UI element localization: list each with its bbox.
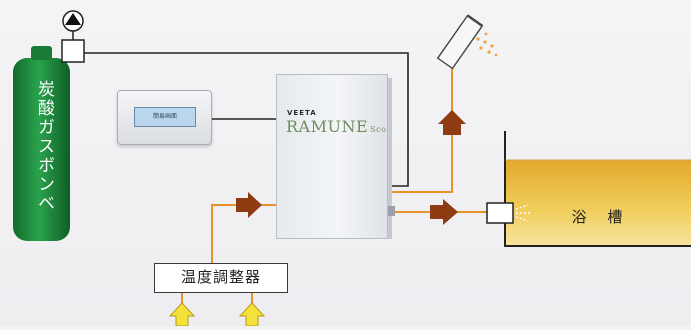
cylinder-label: 炭酸ガスボンベ bbox=[34, 80, 54, 213]
unit-model-name: RAMUNE bbox=[286, 117, 369, 136]
pipe-to-shower bbox=[388, 62, 453, 193]
unit-side bbox=[388, 78, 392, 239]
supply-arrow-icon bbox=[238, 302, 266, 327]
unit-brand: VEETA bbox=[287, 109, 317, 117]
controller-screen: 簡易画面 bbox=[134, 107, 196, 127]
cylinder-neck bbox=[31, 46, 52, 60]
pump-icon bbox=[62, 10, 84, 32]
unit-outlet-fitting bbox=[387, 206, 395, 216]
shower-head-icon bbox=[436, 14, 498, 70]
flow-arrow-icon bbox=[236, 192, 262, 218]
tub-label: 浴 槽 bbox=[571, 208, 631, 226]
flow-arrow-icon bbox=[430, 199, 458, 225]
flow-arrow-icon bbox=[438, 110, 466, 135]
pipe-from-regulator bbox=[211, 204, 276, 263]
tub-outline bbox=[504, 131, 691, 247]
temperature-regulator: 温度調整器 bbox=[154, 263, 288, 293]
unit-model-suffix: Sco bbox=[370, 125, 387, 134]
valve-box bbox=[61, 39, 85, 63]
supply-arrow-icon bbox=[168, 302, 196, 327]
co2-cylinder bbox=[13, 58, 70, 241]
ramune-unit bbox=[276, 74, 388, 239]
nozzle-icon bbox=[486, 202, 532, 224]
gas-line bbox=[82, 52, 409, 187]
tub-water bbox=[505, 160, 691, 246]
